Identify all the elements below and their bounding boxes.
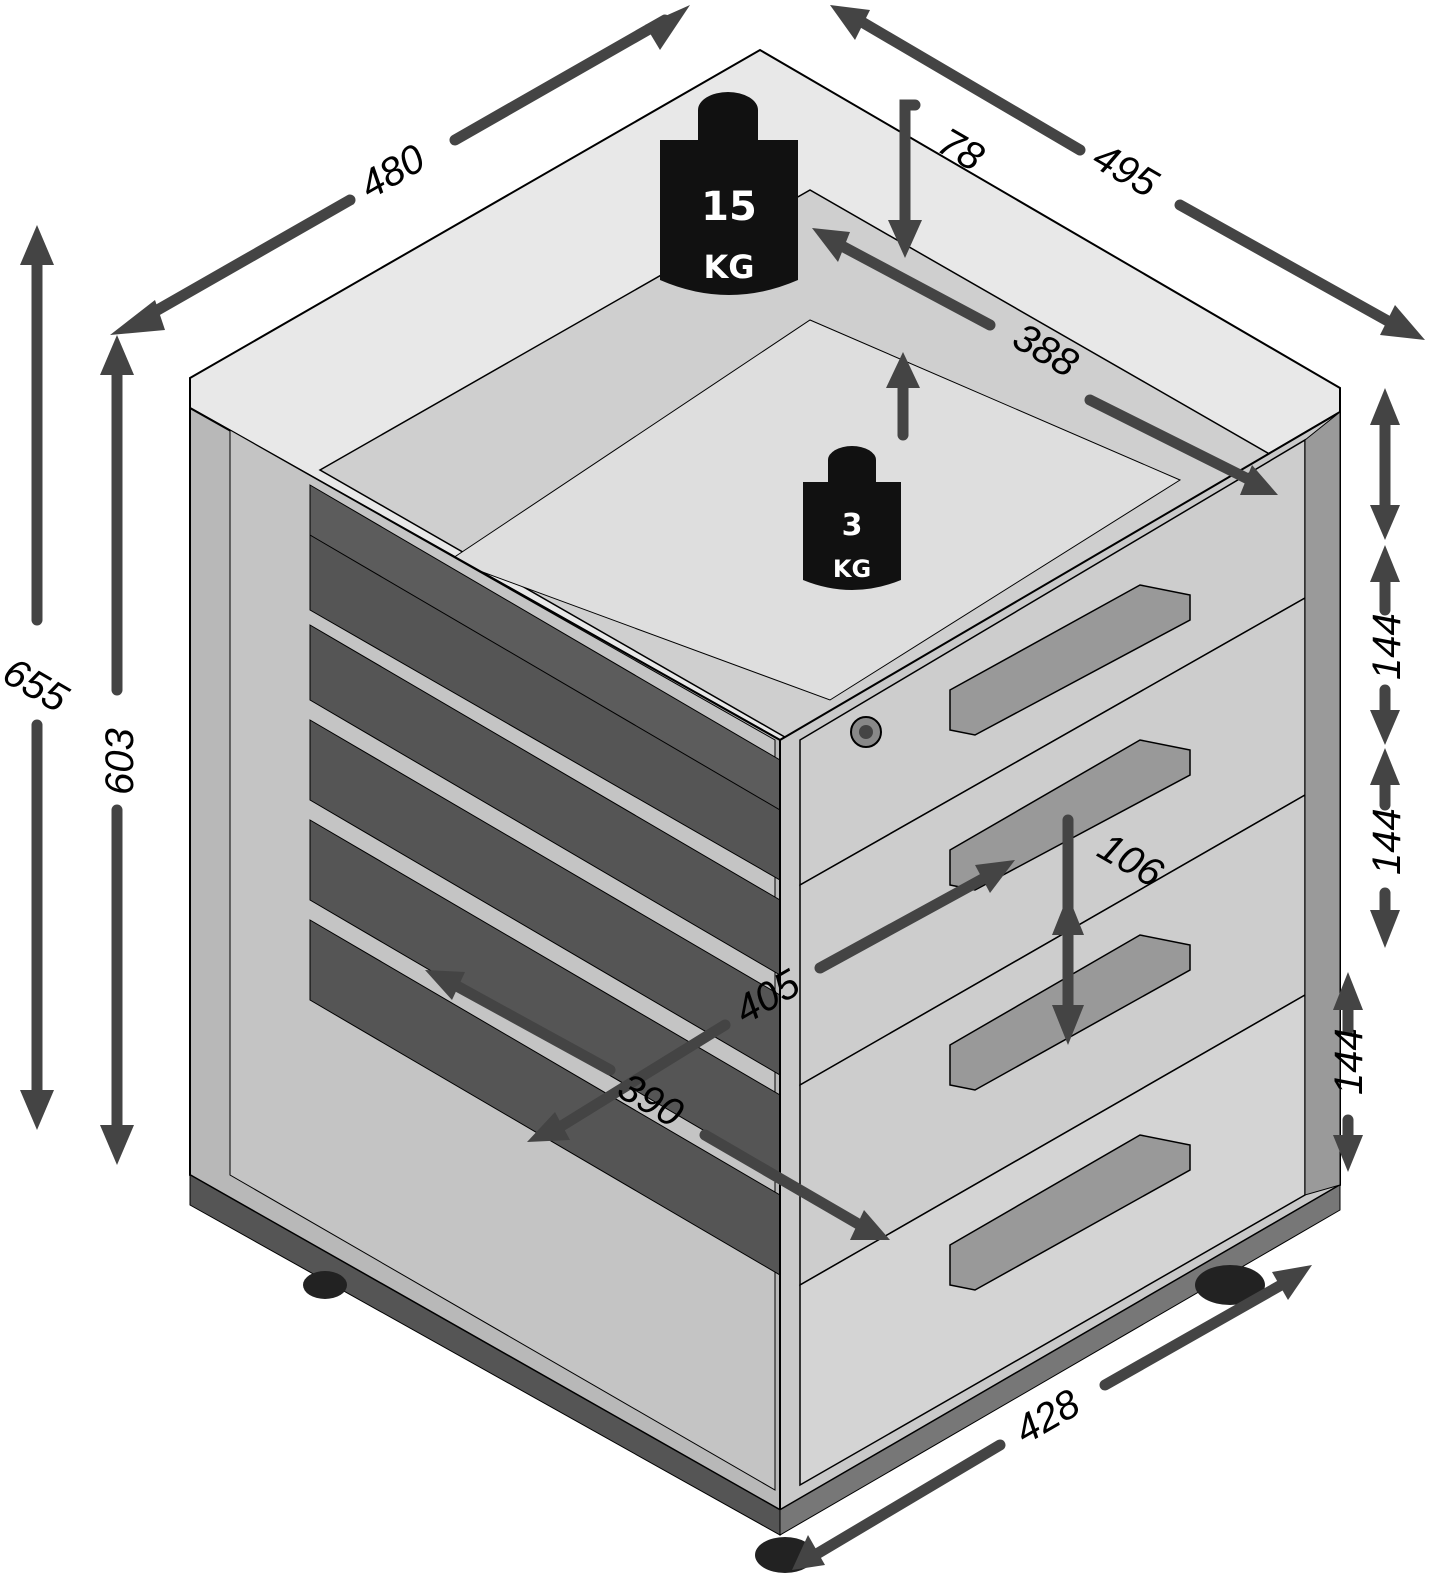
weight-15-unit: KG	[703, 248, 754, 286]
weight-15-value: 15	[701, 184, 757, 230]
weight-3kg-icon: 3 KG	[803, 446, 901, 590]
weight-15kg-icon: 15 KG	[660, 92, 798, 295]
dim-top-depth: 495	[1086, 135, 1166, 207]
weight-3-unit: KG	[833, 555, 871, 583]
dimension-arrows	[20, 5, 1425, 1570]
dim-body-height: 603	[98, 728, 142, 795]
dim-drawer-height-2: 144	[1365, 808, 1409, 875]
dim-drawer-height-1: 144	[1365, 613, 1409, 680]
dim-total-height: 655	[0, 650, 76, 722]
weight-3-value: 3	[842, 508, 863, 543]
dim-drawer-height-3: 144	[1327, 1028, 1371, 1095]
dim-top-width: 480	[353, 136, 433, 207]
lock-icon	[850, 716, 882, 748]
